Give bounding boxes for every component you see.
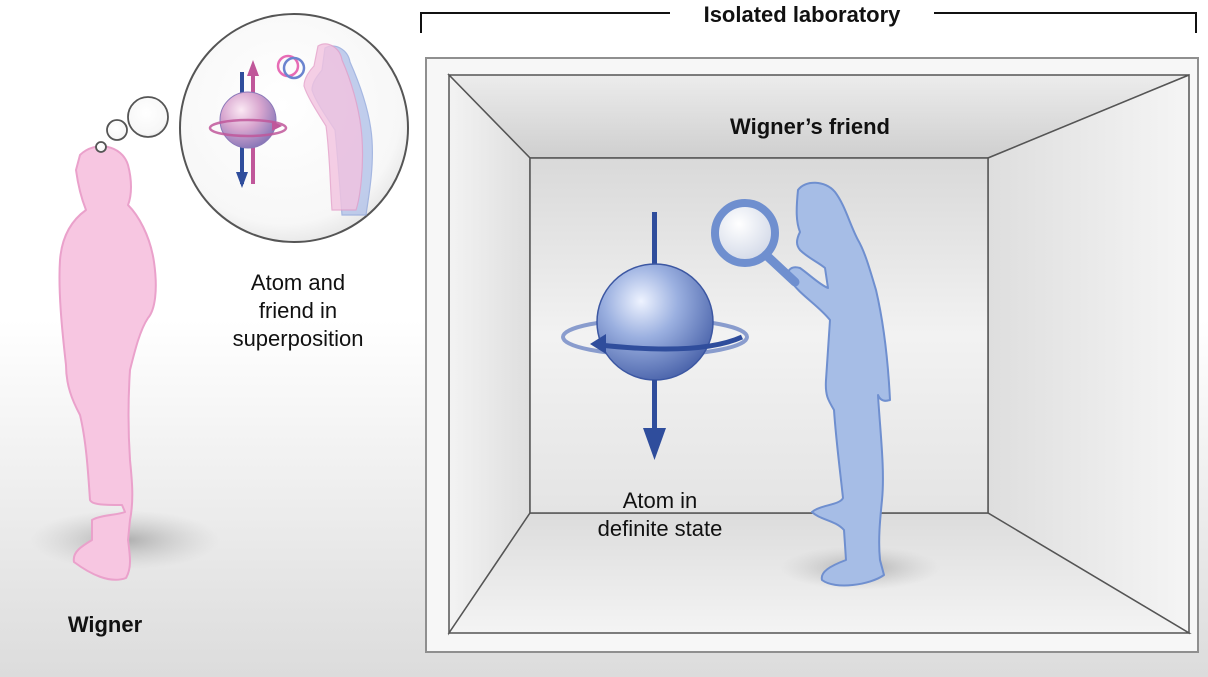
superposition-line2: friend in: [258, 298, 338, 323]
isolated-laboratory-label: Isolated laboratory: [670, 1, 934, 29]
thought-bubbles: [95, 96, 169, 153]
atom-definite-label: Atom in definite state: [560, 487, 760, 543]
lab-bracket: [420, 12, 1197, 33]
atom-definite: [561, 212, 749, 460]
superposition-line1: Atom and: [250, 270, 346, 295]
wigner-figure: [58, 145, 157, 581]
wigner-label: Wigner: [67, 612, 143, 637]
superposition-bubble: [179, 13, 409, 243]
atom-definite-line2: definite state: [597, 516, 723, 541]
superposition-label: Atom and friend in superposition: [208, 269, 388, 353]
wigners-friend-figure: [711, 181, 891, 587]
wigners-friend-label: Wigner’s friend: [730, 114, 890, 139]
superposition-line3: superposition: [232, 326, 364, 351]
atom-definite-line1: Atom in: [622, 488, 698, 513]
